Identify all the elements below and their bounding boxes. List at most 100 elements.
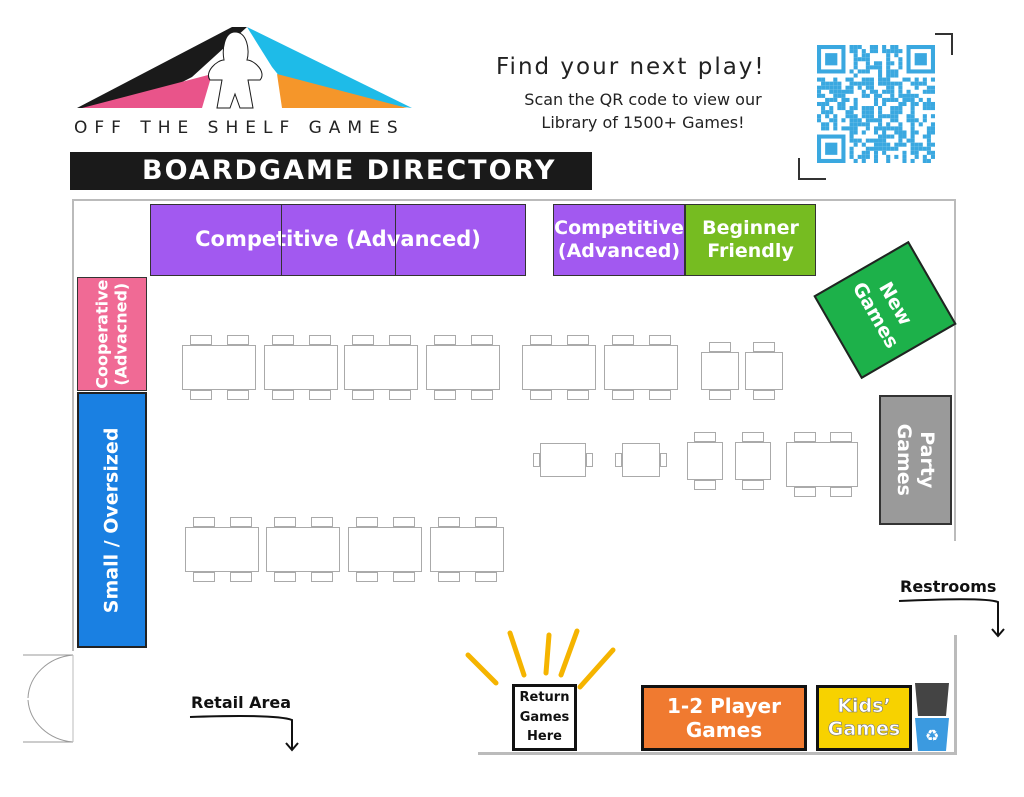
section-label: Cooperative <box>92 279 112 389</box>
table <box>344 345 418 390</box>
table <box>266 527 340 572</box>
chair <box>660 453 667 467</box>
chair <box>230 572 252 582</box>
chair <box>438 572 460 582</box>
table <box>430 527 504 572</box>
chair <box>533 453 540 467</box>
section-label: Small / Oversized <box>100 427 123 613</box>
chair <box>190 335 212 345</box>
chair <box>649 390 671 400</box>
chair <box>694 480 716 490</box>
section-label: Games <box>685 718 763 742</box>
chair <box>709 342 731 352</box>
table <box>348 527 422 572</box>
chair <box>193 517 215 527</box>
chair <box>649 335 671 345</box>
shelf-divider <box>395 205 396 275</box>
chair <box>753 390 775 400</box>
shelf-divider <box>281 205 282 275</box>
table <box>622 443 660 477</box>
chair <box>471 335 493 345</box>
chair <box>227 390 249 400</box>
qr-frame-corner <box>935 33 953 55</box>
chair <box>794 487 816 497</box>
chair <box>530 390 552 400</box>
qr-code[interactable] <box>817 45 935 163</box>
trash-bins: ♻ <box>915 683 949 751</box>
table <box>522 345 596 390</box>
chair <box>694 432 716 442</box>
chair <box>434 335 456 345</box>
chair <box>434 390 456 400</box>
section-label: Games <box>893 423 916 497</box>
chair <box>311 572 333 582</box>
logo: OFF THE SHELF GAMES <box>72 22 417 138</box>
promo-line-2: Library of 1500+ Games! <box>541 113 745 132</box>
chair <box>309 335 331 345</box>
section-small-oversized[interactable]: Small / Oversized <box>77 392 147 648</box>
section-party-games[interactable]: Party Games <box>879 395 952 525</box>
chair <box>274 517 296 527</box>
return-games-box[interactable]: Return Games Here <box>512 684 577 751</box>
chair <box>475 517 497 527</box>
chair <box>794 432 816 442</box>
section-beginner-friendly[interactable]: Beginner Friendly <box>685 204 816 276</box>
qr-frame-corner <box>798 158 826 180</box>
chair <box>227 335 249 345</box>
chair <box>393 572 415 582</box>
chair <box>612 390 634 400</box>
chair <box>530 335 552 345</box>
section-new-games[interactable]: New Games <box>813 240 957 380</box>
chair <box>753 342 775 352</box>
chair <box>352 335 374 345</box>
recycle-bin-icon <box>915 718 949 751</box>
chair <box>309 390 331 400</box>
promo-headline: Find your next play! <box>496 54 766 80</box>
table <box>185 527 259 572</box>
chair <box>742 432 764 442</box>
banner-title: BOARDGAME DIRECTORY <box>142 155 557 186</box>
chair <box>272 390 294 400</box>
entrance-door <box>23 654 74 743</box>
section-competitive-advanced[interactable]: Competitive (Advanced) <box>150 204 526 276</box>
section-label: Friendly <box>707 240 794 262</box>
retail-arrow-icon <box>189 715 299 752</box>
chair <box>475 572 497 582</box>
logo-mark <box>77 27 412 109</box>
wall-right-lower <box>954 635 957 755</box>
table <box>701 352 739 390</box>
chair <box>471 390 493 400</box>
highlight-rays-icon <box>465 628 616 690</box>
section-competitive-advanced-2[interactable]: Competitive (Advanced) <box>553 204 685 276</box>
chair <box>742 480 764 490</box>
section-cooperative-advanced[interactable]: Cooperative (Advacned) <box>77 277 147 391</box>
restrooms-label: Restrooms <box>900 577 997 596</box>
chair <box>586 453 593 467</box>
svg-text:♻: ♻ <box>925 726 939 745</box>
table <box>735 442 771 480</box>
section-kids-games[interactable]: Kids’ Games <box>816 685 912 751</box>
wall-right-upper <box>954 199 956 541</box>
wall-left <box>72 199 74 651</box>
chair <box>274 572 296 582</box>
chair <box>612 335 634 345</box>
chair <box>567 335 589 345</box>
table <box>604 345 678 390</box>
chair <box>272 335 294 345</box>
chair <box>615 453 622 467</box>
table <box>182 345 256 390</box>
section-label: Party <box>916 431 939 489</box>
wall-bottom <box>478 752 957 755</box>
section-label: 1-2 Player <box>667 694 781 718</box>
table <box>540 443 586 477</box>
chair <box>830 487 852 497</box>
chair <box>352 390 374 400</box>
chair <box>230 517 252 527</box>
section-1-2-player-games[interactable]: 1-2 Player Games <box>641 685 807 751</box>
section-label: Games <box>827 718 901 741</box>
section-label: Kids’ <box>837 695 891 718</box>
table <box>687 442 723 480</box>
chair <box>709 390 731 400</box>
return-label: Here <box>527 729 562 745</box>
chair <box>389 335 411 345</box>
